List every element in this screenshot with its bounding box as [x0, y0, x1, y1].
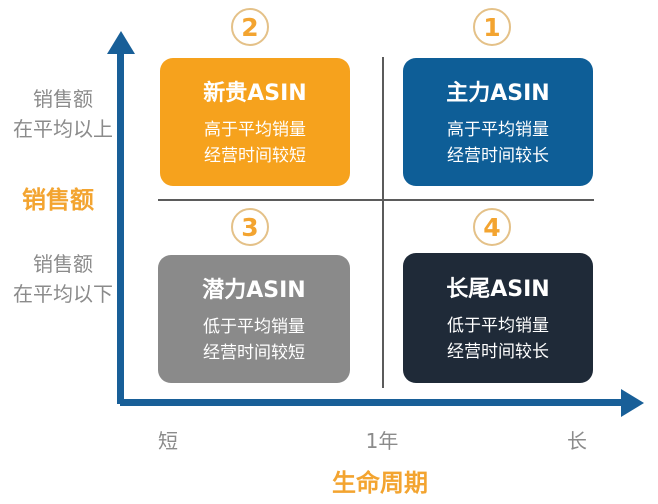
quadrant-1-badge: 1 — [473, 8, 511, 46]
y-axis-lower-label-line1: 销售额 — [33, 252, 93, 276]
quadrant-1-title: 主力ASIN — [446, 81, 550, 106]
x-axis-line — [120, 399, 623, 406]
horizontal-divider — [158, 199, 594, 201]
quadrant-2-desc-line1: 高于平均销量 — [204, 120, 306, 140]
quadrant-1-box: 主力ASIN 高于平均销量 经营时间较长 — [403, 58, 593, 186]
y-axis-lower-label: 销售额 在平均以下 — [2, 249, 124, 309]
quadrant-4-box: 长尾ASIN 低于平均销量 经营时间较长 — [403, 253, 593, 383]
quadrant-2-desc-line2: 经营时间较短 — [204, 146, 306, 166]
quadrant-4-desc-line2: 经营时间较长 — [447, 342, 549, 362]
quadrant-4-badge: 4 — [473, 208, 511, 246]
quadrant-2-badge: 2 — [231, 8, 269, 46]
x-tick-long: 长 — [567, 429, 587, 453]
quadrant-3-desc-line1: 低于平均销量 — [203, 317, 305, 337]
x-tick-1year: 1年 — [365, 429, 399, 453]
y-axis-upper-label: 销售额 在平均以上 — [2, 84, 124, 144]
quadrant-2-title: 新贵ASIN — [203, 81, 307, 106]
vertical-divider — [382, 57, 384, 388]
quadrant-1-desc-line2: 经营时间较长 — [447, 146, 549, 166]
quadrant-1-desc-line1: 高于平均销量 — [447, 120, 549, 140]
y-axis-line — [117, 52, 124, 404]
y-axis-arrow-icon — [107, 31, 135, 54]
x-axis-arrow-icon — [621, 389, 644, 417]
quadrant-4-title: 长尾ASIN — [446, 277, 550, 302]
quadrant-3-title: 潜力ASIN — [202, 278, 306, 303]
quadrant-3-box: 潜力ASIN 低于平均销量 经营时间较短 — [158, 255, 350, 383]
quadrant-3-desc-line2: 经营时间较短 — [203, 343, 305, 363]
quadrant-3-badge: 3 — [231, 208, 269, 246]
y-axis-upper-label-line2: 在平均以上 — [13, 117, 113, 141]
quadrant-4-desc-line1: 低于平均销量 — [447, 316, 549, 336]
y-axis-upper-label-line1: 销售额 — [33, 87, 93, 111]
x-axis-title: 生命周期 — [332, 469, 428, 497]
y-axis-lower-label-line2: 在平均以下 — [13, 282, 113, 306]
quadrant-2-box: 新贵ASIN 高于平均销量 经营时间较短 — [160, 58, 350, 186]
x-tick-short: 短 — [158, 429, 178, 453]
y-axis-title: 销售额 — [22, 186, 94, 214]
